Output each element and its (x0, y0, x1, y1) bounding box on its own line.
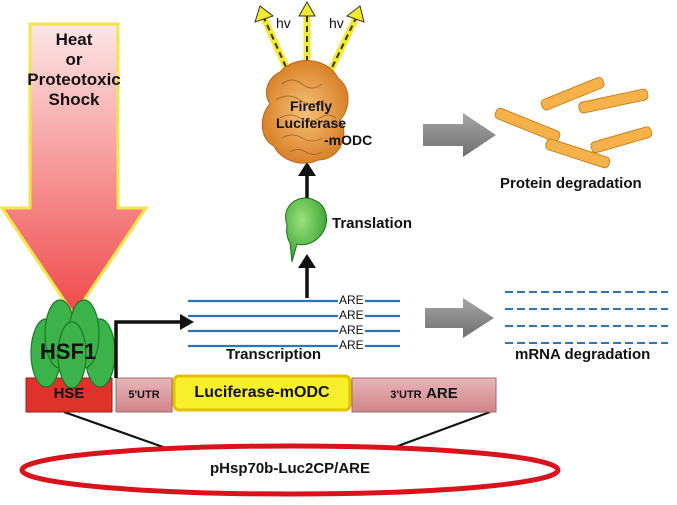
protein-line-2: Luciferase (276, 115, 347, 131)
utr3-prefix: 3'UTR (390, 389, 422, 401)
protein-degradation-label: Protein degradation (500, 175, 642, 192)
transcription-arrow (114, 320, 182, 378)
hse-label: HSE (53, 385, 85, 402)
transcription-label: Transcription (226, 346, 322, 363)
plasmid-label: pHsp70b-Luc2CP/ARE (209, 460, 371, 477)
gene-box (172, 374, 352, 412)
stimulus-label: Heat or Proteotoxic Shock (10, 30, 138, 110)
utr3-label: 3'UTR ARE (352, 385, 496, 403)
stimulus-line-4: Shock (48, 90, 100, 109)
stimulus-line-2: or (65, 50, 83, 69)
protein-degradation-arrow (423, 113, 496, 157)
mrna-degradation-arrow (425, 298, 494, 338)
hsf1-label: HSF1 (40, 339, 97, 364)
degraded-mrna (505, 291, 668, 344)
shock-arrow (0, 22, 149, 318)
mrna-strands (188, 299, 400, 348)
utr5-label: 5'UTR (128, 389, 160, 401)
utr3-suffix: ARE (426, 385, 458, 402)
are-label-4: ARE (338, 338, 365, 353)
hv-label-1: hv (276, 15, 291, 31)
utr3-box (351, 377, 497, 413)
are-label-2: ARE (338, 308, 365, 323)
stimulus-line-3: Proteotoxic (27, 70, 121, 89)
stimulus-line-1: Heat (55, 30, 93, 49)
utr5-box (115, 377, 173, 413)
protein-line-3: -mODC (324, 132, 373, 148)
hsf1-complex (30, 299, 116, 389)
mrna-degradation-label: mRNA degradation (515, 346, 651, 363)
gene-label: Luciferase-mODC (194, 384, 330, 401)
ribosome (285, 197, 327, 263)
protein-fragments (494, 76, 653, 169)
luciferase-protein (261, 60, 349, 164)
hv-label-2: hv (329, 15, 344, 31)
are-label-1: ARE (338, 293, 365, 308)
translation-label: Translation (332, 215, 413, 232)
protein-line-1: Firefly (290, 98, 333, 114)
are-label-3: ARE (338, 323, 365, 338)
plasmid-ellipse (19, 443, 561, 497)
protein-label: Firefly Luciferase -mODC (276, 98, 372, 149)
